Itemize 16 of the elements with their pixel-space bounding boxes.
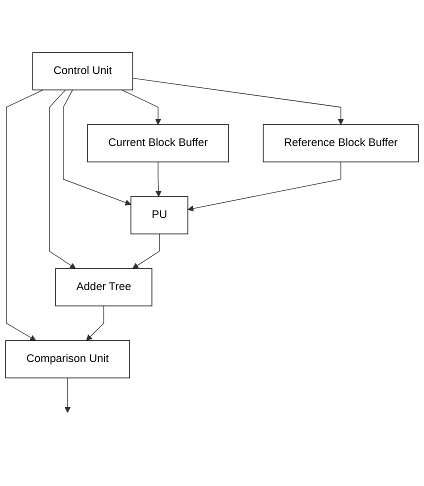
node-box: Reference Block Buffer bbox=[262, 124, 419, 162]
node-box: Adder Tree bbox=[55, 268, 152, 306]
arrow bbox=[122, 90, 162, 125]
arrow bbox=[49, 90, 76, 269]
arrow bbox=[132, 234, 160, 269]
arrow bbox=[86, 306, 104, 341]
node-box: Control Unit bbox=[32, 52, 134, 90]
node-box: PU bbox=[130, 196, 188, 234]
arrow bbox=[62, 90, 132, 206]
node-box: Comparison Unit bbox=[5, 340, 130, 378]
arrow bbox=[6, 90, 44, 341]
arrow bbox=[132, 78, 344, 125]
arrow bbox=[155, 162, 162, 197]
node-box: Current Block Buffer bbox=[87, 124, 229, 162]
arrow bbox=[188, 162, 342, 212]
arrow bbox=[64, 378, 71, 413]
